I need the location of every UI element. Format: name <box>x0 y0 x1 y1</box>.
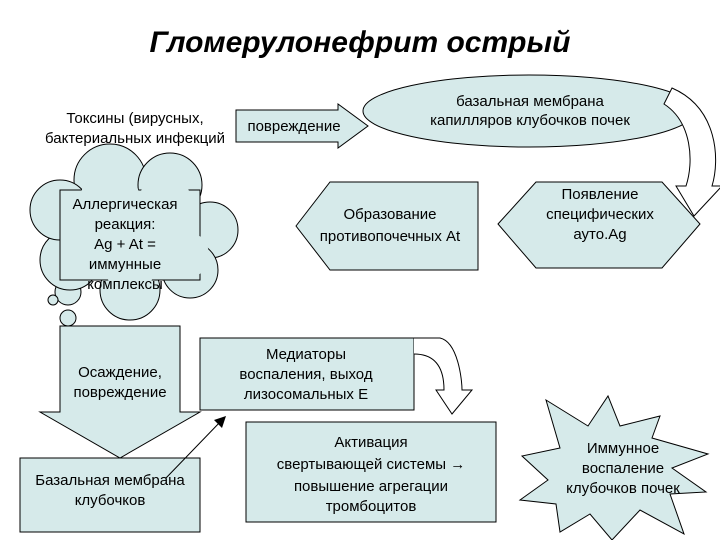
thin-arrow-head <box>214 416 226 428</box>
coagulation-line-2: свертывающей системы → <box>276 456 466 473</box>
deposition-line-1: Осаждение, <box>78 364 162 381</box>
antirenal-at-line-1: Образование <box>343 206 437 223</box>
deposition-line-2: повреждение <box>73 384 167 401</box>
mediators-line-3: лизосомальных Е <box>243 386 369 403</box>
immune-inflammation-burst <box>518 394 710 540</box>
basal-membrane-capillaries-ellipse <box>362 74 696 148</box>
immune-inflammation-line-2: воспаление <box>581 460 665 477</box>
auto-ag-line-3: ауто.Ag <box>573 226 627 243</box>
toxins-line-1: Токсины (вирусных, <box>66 110 204 127</box>
immune-inflammation-line-1: Иммунное <box>586 440 660 457</box>
auto-ag-hexagon <box>497 181 701 269</box>
basal-membrane-glomeruli-line-1: Базальная мембрана <box>35 472 185 489</box>
allergic-reaction-line-1: Аллергическая <box>72 196 178 213</box>
immune-inflammation-line-3: клубочков почек <box>566 480 680 497</box>
antirenal-at-shape <box>295 181 479 271</box>
auto-ag-line-1: Появление <box>561 186 639 203</box>
coagulation-line-3: повышение агрегации <box>293 478 449 495</box>
basal-membrane-glomeruli-line-2: клубочков <box>74 492 146 509</box>
page-title: Гломерулонефрит острый <box>149 26 571 59</box>
coagulation-line-4: тромбоцитов <box>325 498 417 515</box>
damage-arrow <box>235 103 369 149</box>
allergic-reaction-line-5: комплексы <box>87 276 163 293</box>
curved-arrow-mediators <box>413 337 474 415</box>
coagulation-box <box>245 421 497 523</box>
mediators-line-2: воспаления, выход <box>239 366 373 383</box>
deposition-arrow <box>38 325 202 459</box>
basal-membrane-capillaries-line-2: капилляров клубочков почек <box>430 112 630 129</box>
coagulation-line-1: Активация <box>334 434 408 451</box>
thin-arrow-line <box>165 419 223 479</box>
curved-arrow-right <box>663 87 720 217</box>
mediators-shape <box>199 337 415 411</box>
toxins-line-2: бактериальных инфекций <box>45 130 225 147</box>
damage-arrow-label: повреждение <box>247 118 341 135</box>
basal-membrane-glomeruli-box <box>19 457 201 533</box>
basal-membrane-capillaries-line-1: базальная мембрана <box>456 93 604 110</box>
auto-ag-line-2: специфических <box>546 206 654 223</box>
allergic-reaction-line-3: Ag + At = <box>94 236 156 253</box>
allergic-reaction-line-2: реакция: <box>94 216 156 233</box>
allergic-reaction-line-4: иммунные <box>88 256 162 273</box>
mediators-line-1: Медиаторы <box>266 346 346 363</box>
antirenal-at-line-2: противопочечных At <box>319 228 461 245</box>
